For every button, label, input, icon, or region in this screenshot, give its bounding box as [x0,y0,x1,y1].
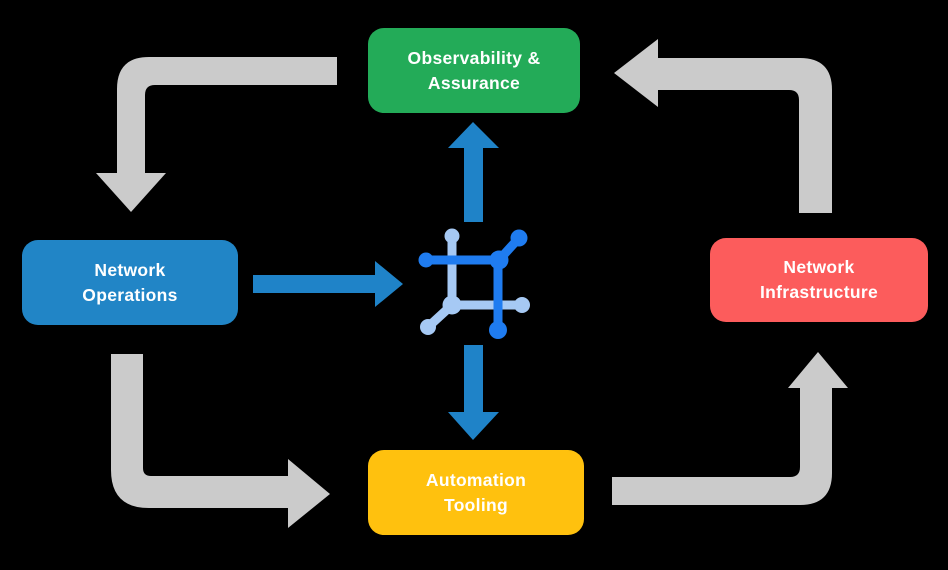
arrow-observability-to-operations [96,57,337,212]
network-fabric-icon [418,228,530,339]
node-automation-tooling: Automation Tooling [368,450,584,535]
node-automation-label: Automation Tooling [425,469,527,515]
node-infrastructure-label: Network Infrastructure [760,257,878,302]
node-observability-assurance: Observability & Assurance [368,28,580,113]
arrow-operations-to-automation [111,354,330,528]
node-network-infrastructure: Network Infrastructure [710,238,928,322]
node-network-operations: Network Operations [22,240,238,325]
node-operations-label: Network Operations [82,259,178,305]
arrow-automation-to-infrastructure [612,352,848,505]
arrow-operations-to-hub [253,261,403,307]
arrow-hub-to-observability [448,122,499,222]
arrow-hub-to-automation [448,345,499,440]
arrow-infrastructure-to-observability [614,39,832,213]
node-observability-label: Observability & Assurance [407,47,541,93]
